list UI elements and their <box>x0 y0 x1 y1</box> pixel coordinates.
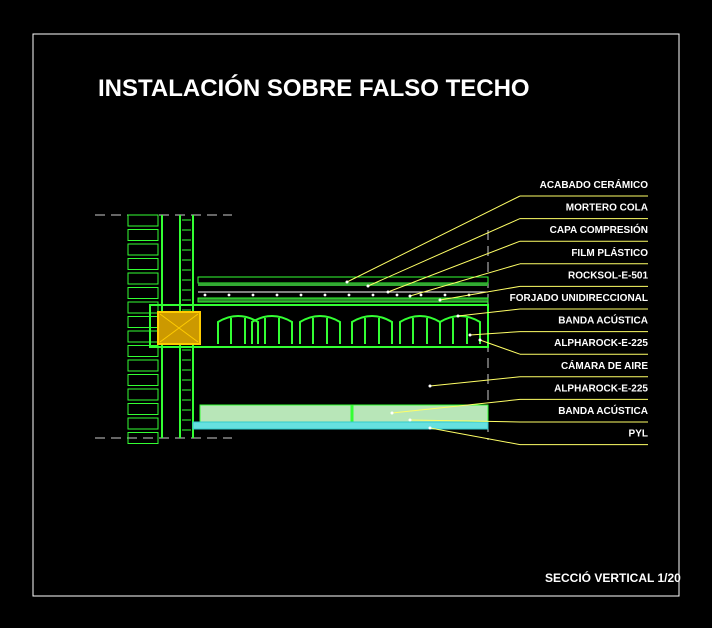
brick <box>127 243 159 256</box>
brick <box>127 229 159 241</box>
leader-dot <box>345 280 349 284</box>
hollow-block <box>251 315 293 344</box>
mesh-dot <box>251 293 255 297</box>
leader-dot <box>428 384 432 388</box>
mesh-dot <box>443 293 447 297</box>
mesh-dot <box>371 293 375 297</box>
slab <box>149 304 489 348</box>
hollow-block <box>351 315 393 344</box>
label: CAPA COMPRESIÓN <box>550 223 648 236</box>
hollow-block <box>439 315 481 344</box>
mesh-dot <box>299 293 303 297</box>
brick <box>127 417 159 430</box>
mesh-dot <box>395 293 399 297</box>
leader-line <box>387 240 521 293</box>
leader-dot <box>478 338 482 342</box>
leader-line <box>367 218 521 287</box>
brick <box>127 432 159 444</box>
label: MORTERO COLA <box>566 203 648 214</box>
hollow-block <box>217 315 259 344</box>
leader-dot <box>408 294 412 298</box>
leader-line <box>429 376 521 387</box>
label: ALPHAROCK-E-225 <box>554 338 648 349</box>
mesh-dot <box>203 293 207 297</box>
leader-dot <box>386 290 390 294</box>
label: BANDA ACÚSTICA <box>558 314 648 327</box>
drawing-title: INSTALACIÓN SOBRE FALSO TECHO <box>98 74 530 102</box>
label: BANDA ACÚSTICA <box>558 404 648 417</box>
labels: ACABADO CERÁMICO MORTERO COLA CAPA COMPRES… <box>510 178 649 440</box>
leader-line <box>439 285 521 301</box>
hollow-block <box>399 315 441 344</box>
leader-line <box>429 427 521 446</box>
leader-lines <box>345 195 648 446</box>
label: PYL <box>629 429 648 440</box>
rocksol-layer <box>197 297 489 303</box>
leader-line <box>469 331 521 336</box>
mesh-dot <box>347 293 351 297</box>
leader-dot <box>390 411 394 415</box>
drawing-frame <box>32 33 680 597</box>
label: FILM PLÁSTICO <box>571 246 648 259</box>
brick <box>127 272 159 285</box>
label: FORJADO UNIDIRECCIONAL <box>510 293 648 304</box>
brick <box>127 403 159 415</box>
leader-line <box>346 195 521 283</box>
leader-dot <box>438 298 442 302</box>
suspended-ceiling <box>192 404 489 430</box>
drawing-footer: SECCIÓ VERTICAL 1/20 <box>545 570 681 585</box>
mesh-dot <box>419 293 423 297</box>
ceramic-finish <box>197 276 489 284</box>
label: ROCKSOL-E-501 <box>568 270 648 281</box>
brick <box>127 388 159 401</box>
leader-line <box>391 398 521 414</box>
hollow-block <box>299 315 341 344</box>
leader-line <box>409 419 521 423</box>
brick <box>127 258 159 270</box>
label: CÁMARA DE AIRE <box>561 359 648 372</box>
mesh-dot <box>227 293 231 297</box>
brick <box>127 287 159 299</box>
brick <box>127 214 159 227</box>
brick <box>127 301 159 314</box>
mortar-layer <box>198 283 488 286</box>
brick <box>127 330 159 343</box>
mesh-dot <box>275 293 279 297</box>
leader-line <box>457 308 521 317</box>
plasterboard <box>192 421 489 430</box>
leader-dot <box>456 314 460 318</box>
brick <box>127 316 159 328</box>
label: ACABADO CERÁMICO <box>540 178 649 191</box>
brick <box>127 374 159 386</box>
label: ALPHAROCK-E-225 <box>554 383 648 394</box>
brick <box>127 359 159 372</box>
mesh-dot <box>323 293 327 297</box>
leader-dot <box>428 426 432 430</box>
leader-line <box>409 263 521 297</box>
leader-dot <box>408 418 412 422</box>
brick <box>127 345 159 357</box>
leader-dot <box>366 284 370 288</box>
floor-layers <box>197 276 489 303</box>
leader-line <box>479 339 521 355</box>
leader-dot <box>468 333 472 337</box>
